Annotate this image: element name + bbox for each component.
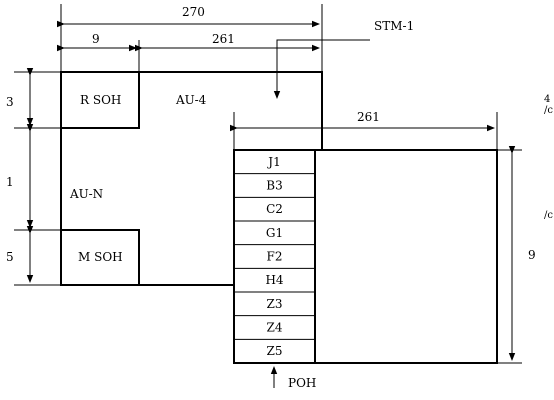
rsoh-label: R SOH <box>80 93 121 107</box>
msoh-label: M SOH <box>78 250 123 264</box>
poh-label: POH <box>288 376 316 390</box>
edge-mark-1: 4 <box>544 94 550 105</box>
stm1-label: STM-1 <box>374 19 414 33</box>
msoh-rows-label: 5 <box>6 250 14 264</box>
poh-byte-z5: Z5 <box>267 344 283 358</box>
vc4-container-box <box>233 149 498 364</box>
msoh-box <box>60 229 140 286</box>
edge-mark-2: /c <box>544 105 553 116</box>
au4-label: AU-4 <box>175 93 207 107</box>
payload-width-label: 261 <box>212 32 235 46</box>
rsoh-box <box>60 71 140 129</box>
rsoh-rows-label: 3 <box>6 95 14 109</box>
poh-byte-b3: B3 <box>266 179 282 193</box>
au-rows-label: 1 <box>6 175 14 189</box>
poh-byte-f2: F2 <box>267 250 283 264</box>
container-height-label: 9 <box>528 248 536 262</box>
poh-byte-g1: G1 <box>266 226 283 240</box>
stm1-pointer-line <box>273 39 370 99</box>
poh-byte-z4: Z4 <box>267 321 283 335</box>
container-width-label: 261 <box>357 110 380 124</box>
edge-mark-3: /c <box>544 210 553 221</box>
total-width-label: 270 <box>182 5 205 19</box>
poh-byte-c2: C2 <box>266 202 283 216</box>
soh-width-label: 9 <box>92 32 100 46</box>
poh-byte-h4: H4 <box>265 273 283 287</box>
poh-byte-z3: Z3 <box>267 297 283 311</box>
aun-label: AU-N <box>69 187 103 201</box>
poh-byte-j1: J1 <box>266 155 280 169</box>
